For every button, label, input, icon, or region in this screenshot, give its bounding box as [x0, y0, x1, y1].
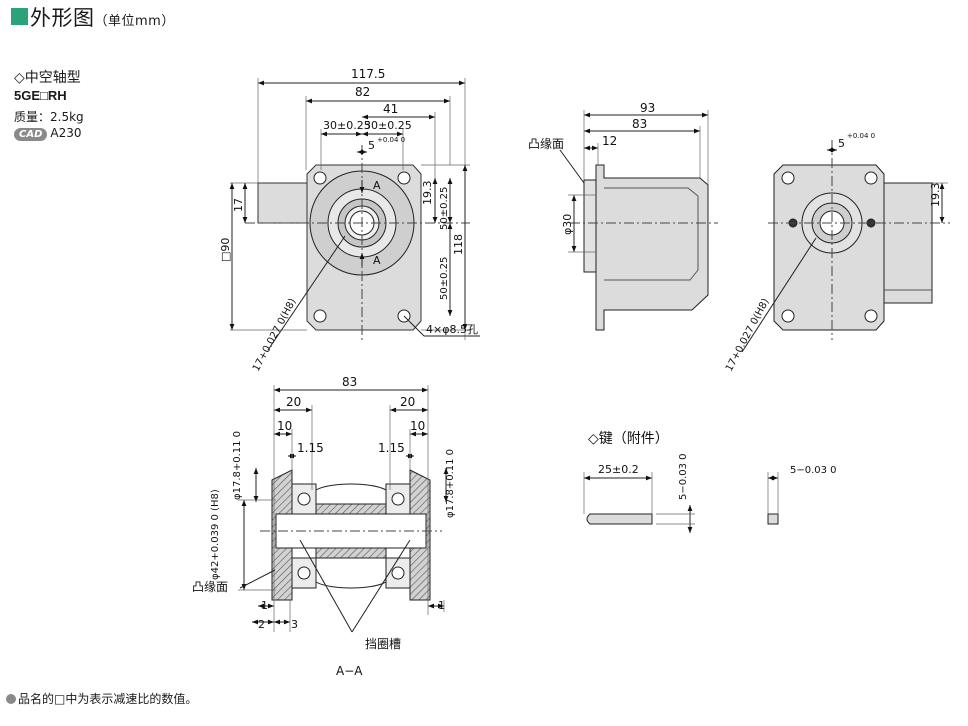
dim-118: 118: [452, 234, 465, 255]
dim-5-key-rear: 5: [838, 137, 845, 150]
groove-label: 挡圈槽: [365, 637, 401, 651]
dia-17-8-left: φ17.8+0.11 0: [232, 431, 243, 500]
key-heading: ◇键（附件）: [588, 431, 669, 447]
dim-10-right: 10: [410, 419, 425, 433]
section-view: [238, 385, 449, 633]
dim-19-3: 19.3: [421, 181, 434, 206]
dim-25: 25±0.2: [598, 463, 639, 476]
dim-19-3-rear: 19.3: [929, 183, 942, 208]
dim-50-top: 50±0.25: [439, 187, 450, 230]
key-labels: ◇键（附件） 25±0.2 5−0.03 0 5−0.03 0: [588, 431, 837, 500]
hole-label: 4×φ8.5孔: [426, 323, 478, 336]
dim-5-tolerance: +0.04 0: [377, 136, 405, 144]
footnote: 品名的□中为表示减速比的数值。: [6, 690, 197, 707]
side-view: [559, 110, 718, 331]
dim-1-left: 1: [261, 599, 268, 612]
dim-83-section: 83: [342, 375, 357, 389]
unit-label: （单位mm）: [94, 14, 175, 29]
flange-label-side: 凸缘面: [528, 137, 564, 151]
model-number: 5GE□RH: [14, 88, 67, 103]
dim-20-left: 20: [286, 395, 301, 409]
dim-50-bottom: 50±0.25: [439, 257, 450, 300]
rear-view: [741, 140, 950, 353]
dim-30-left: 30±0.25: [323, 119, 371, 132]
dia-30: φ30: [561, 214, 574, 235]
bore-label-rear: 17+0.027 0(H8): [724, 297, 772, 374]
spec-heading: ◇中空轴型: [14, 70, 81, 86]
dim-83: 83: [632, 117, 647, 131]
dim-93: 93: [640, 101, 655, 115]
flange-label-section: 凸缘面: [192, 580, 228, 594]
dia-42: φ42+0.039 0 (H8): [210, 489, 221, 580]
section-view-labels: 83 20 20 10 10 1.15 1.15 φ17.8+0.11 0 φ1…: [192, 375, 456, 678]
cad-badge: CAD: [14, 128, 48, 141]
mass-text: 质量：2.5kg: [14, 110, 84, 124]
dim-5-width: 5−0.03 0: [790, 465, 837, 476]
dim-1-15-left: 1.15: [297, 441, 324, 455]
dim-17: 17: [232, 198, 245, 212]
dim-30-right: 30±0.25: [364, 119, 412, 132]
dim-5-key: 5: [368, 139, 375, 152]
dim-2: 2: [258, 618, 265, 631]
section-marker-bottom: A: [373, 254, 381, 267]
dim-117-5: 117.5: [351, 67, 385, 81]
technical-drawing: 117.5 82 41 30±0.25 30±0.25 5 +0.04 0 A …: [192, 67, 950, 678]
dim-41: 41: [383, 102, 398, 116]
title-marker: [11, 8, 28, 25]
cad-code: A230: [50, 126, 82, 140]
dim-82: 82: [355, 85, 370, 99]
page-title: 外形图（单位mm）: [30, 6, 175, 30]
dim-1-15-right: 1.15: [378, 441, 405, 455]
dim-5-tolerance-rear: +0.04 0: [847, 132, 875, 140]
dia-17-8-right: φ17.8+0.11 0: [445, 449, 456, 518]
front-view: [229, 78, 480, 351]
bore-label-front: 17+0.027 0(H8): [251, 297, 299, 374]
dim-10-left: 10: [277, 419, 292, 433]
side-view-labels: 93 83 12 凸缘面 φ30: [528, 101, 655, 235]
dim-5-height: 5−0.03 0: [678, 453, 689, 500]
footnote-bullet-icon: [6, 694, 16, 704]
dim-90-square: □90: [219, 238, 232, 262]
dim-1-right: 1: [438, 599, 445, 612]
dim-3: 3: [291, 618, 298, 631]
dim-20-right: 20: [400, 395, 415, 409]
section-caption: A−A: [336, 664, 363, 678]
key-drawing: [583, 472, 779, 533]
section-marker-top: A: [373, 179, 381, 192]
dim-12: 12: [602, 134, 617, 148]
